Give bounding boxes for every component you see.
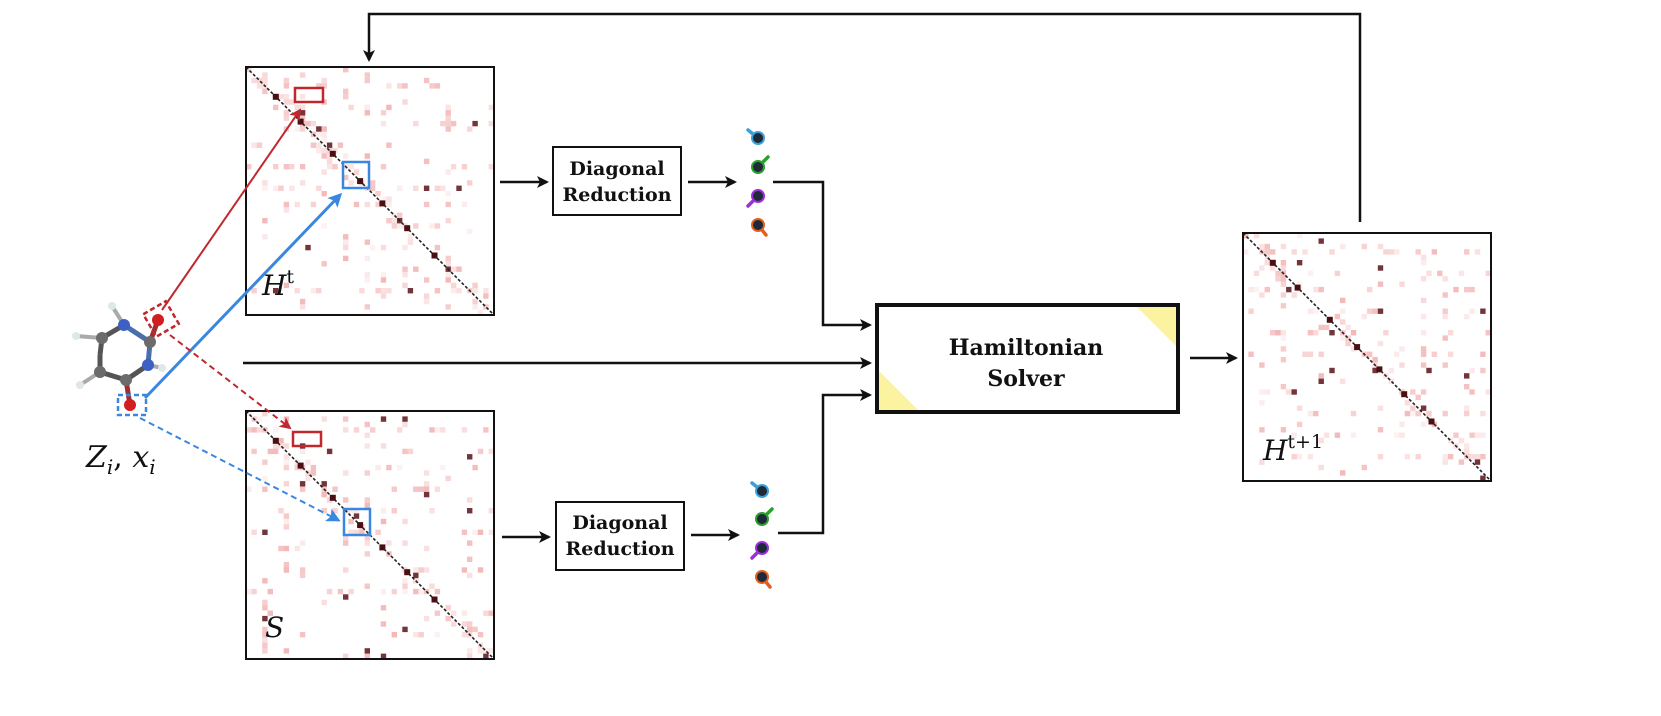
arrow-feedback-loop	[363, 12, 1362, 222]
s-block-red	[291, 430, 323, 448]
svg-text:Reduction: Reduction	[562, 184, 671, 206]
overlap-label: S	[265, 611, 284, 644]
svg-text:Hamiltonian: Hamiltonian	[949, 335, 1103, 361]
hamiltonian-output-matrix	[1242, 232, 1492, 482]
svg-text:Diagonal: Diagonal	[572, 512, 667, 534]
atom-highlight-red	[141, 299, 181, 339]
svg-text:Reduction: Reduction	[565, 538, 674, 560]
arrow-features-top-to-solver	[773, 180, 872, 331]
svg-text:Diagonal: Diagonal	[569, 158, 664, 180]
arrow-features-bottom-to-solver	[778, 389, 872, 535]
hamiltonian-input-matrix	[245, 66, 495, 316]
arrow-atom-to-ht-blue	[143, 192, 343, 400]
s-block-blue	[342, 507, 372, 537]
ht-block-red	[293, 86, 325, 104]
solver-corner-bottom	[879, 371, 918, 410]
solver-corner-top	[1137, 307, 1176, 346]
orbital-features-bottom	[750, 481, 774, 589]
arrow-atom-to-ht-red	[161, 108, 302, 311]
diagonal-reduction-bottom: Diagonal Reduction	[555, 501, 685, 571]
hamiltonian-output-label: Ht+1	[1262, 431, 1323, 467]
molecule	[72, 299, 181, 417]
diagonal-reduction-top: Diagonal Reduction	[552, 146, 682, 216]
arrow-atom-to-s-red	[169, 334, 292, 430]
orbital-features-top	[746, 128, 770, 237]
ht-block-blue	[341, 160, 371, 190]
svg-text:Solver: Solver	[987, 366, 1065, 392]
hamiltonian-solver: Hamiltonian Solver	[875, 303, 1180, 414]
arrow-atom-to-s-blue	[139, 417, 341, 522]
input-label: Zi, xi	[85, 440, 156, 479]
